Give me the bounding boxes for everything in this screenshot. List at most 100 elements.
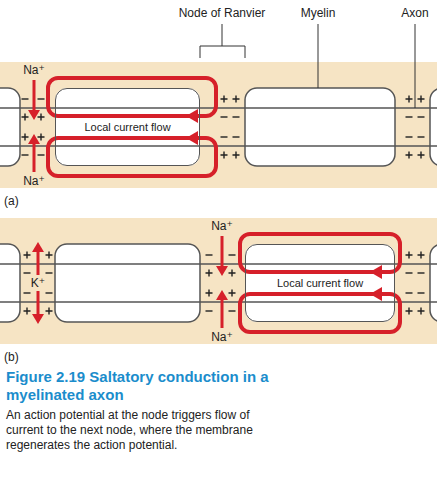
current-label: Local current flow — [84, 121, 170, 134]
charge-symbol — [46, 292, 53, 293]
node-bracket — [200, 24, 245, 58]
charge-symbol — [406, 116, 413, 117]
myelin-fill — [245, 244, 395, 322]
charge-symbol — [206, 254, 213, 255]
part-label: Myelin — [301, 6, 336, 20]
ion-arrow — [221, 236, 224, 268]
charge-symbol — [22, 154, 29, 155]
ion-arrow — [33, 142, 36, 172]
current-loop — [240, 234, 400, 272]
charge-symbol — [24, 272, 31, 273]
charge-symbol — [233, 96, 240, 103]
charge-symbol — [406, 136, 413, 137]
charge-symbol — [206, 270, 213, 277]
charge-symbol — [221, 116, 228, 117]
ion-arrow — [221, 298, 224, 328]
charge-symbol — [406, 252, 413, 259]
charge-symbol — [221, 152, 228, 159]
charge-symbol — [233, 136, 240, 137]
charge-symbol — [221, 136, 228, 137]
charge-symbol — [46, 308, 53, 315]
axon-membrane — [0, 263, 437, 265]
part-label: Node of Ranvier — [179, 6, 266, 20]
charge-symbol — [418, 96, 425, 103]
current-loop — [240, 294, 400, 332]
charge-symbol — [233, 116, 240, 117]
charge-symbol — [38, 98, 45, 99]
axon-membrane — [0, 145, 437, 147]
charge-symbol — [406, 96, 413, 103]
ion-arrow — [33, 80, 36, 112]
ion-label: Na⁺ — [211, 330, 233, 344]
charge-symbol — [406, 152, 413, 159]
charge-symbol — [233, 152, 240, 159]
charge-symbol — [406, 292, 413, 293]
ion-arrowhead — [216, 266, 228, 276]
charge-symbol — [24, 252, 31, 259]
charge-symbol — [406, 272, 413, 273]
charge-symbol — [22, 98, 29, 99]
charge-symbol — [221, 96, 228, 103]
ion-arrow — [37, 291, 40, 316]
charge-symbol — [206, 310, 213, 311]
ion-label: Na⁺ — [23, 174, 45, 188]
charge-symbol — [418, 252, 425, 259]
charge-symbol — [38, 114, 45, 121]
myelin-sheath — [430, 244, 437, 322]
charge-symbol — [38, 154, 45, 155]
axon-membrane — [0, 107, 437, 109]
myelin-sheath — [0, 88, 20, 166]
myelin-sheath — [245, 88, 395, 166]
myelin-fill — [55, 88, 200, 166]
ion-arrowhead — [32, 314, 44, 324]
charge-symbol — [229, 290, 236, 297]
ion-arrowhead — [32, 242, 44, 252]
current-arrowhead — [370, 287, 382, 301]
myelin-sheath — [430, 88, 437, 166]
panel-background — [0, 62, 437, 188]
myelin-sheath — [0, 244, 20, 322]
current-loop — [48, 138, 216, 176]
charge-symbol — [418, 152, 425, 159]
current-arrowhead — [370, 265, 382, 279]
figure-caption: An action potential at the node triggers… — [6, 408, 286, 453]
charge-symbol — [22, 134, 29, 141]
charge-symbol — [229, 310, 236, 311]
charge-symbol — [46, 272, 53, 273]
charge-symbol — [206, 290, 213, 297]
charge-symbol — [38, 134, 45, 141]
charge-symbol — [418, 292, 425, 293]
leader-line — [318, 24, 319, 88]
charge-symbol — [418, 136, 425, 137]
myelin-sheath — [55, 244, 200, 322]
current-loop — [48, 78, 216, 116]
myelin-segment: Local current flow — [55, 88, 200, 166]
ion-arrow — [37, 250, 40, 275]
current-label: Local current flow — [277, 277, 363, 290]
ion-arrowhead — [28, 134, 40, 144]
current-arrowhead — [186, 109, 198, 123]
charge-symbol — [229, 254, 236, 255]
ion-label: Na⁺ — [211, 219, 233, 233]
charge-symbol — [418, 272, 425, 273]
charge-symbol — [418, 116, 425, 117]
charge-symbol — [22, 114, 29, 121]
part-label: Axon — [401, 6, 428, 20]
charge-symbol — [24, 292, 31, 293]
charge-symbol — [229, 270, 236, 277]
axon-membrane — [0, 301, 437, 303]
charge-symbol — [418, 308, 425, 315]
panel-background — [0, 218, 437, 344]
myelin-segment: Local current flow — [245, 244, 395, 322]
charge-symbol — [406, 308, 413, 315]
current-arrowhead — [186, 131, 198, 145]
ion-arrowhead — [216, 290, 228, 300]
ion-arrowhead — [28, 110, 40, 120]
panel-label: (b) — [4, 350, 19, 364]
panel-label: (a) — [4, 194, 19, 208]
leader-line — [415, 24, 416, 108]
ion-label: Na⁺ — [23, 63, 45, 77]
charge-symbol — [46, 252, 53, 259]
charge-symbol — [24, 308, 31, 315]
figure-title: Figure 2.19 Saltatory conduction in a my… — [6, 368, 291, 404]
